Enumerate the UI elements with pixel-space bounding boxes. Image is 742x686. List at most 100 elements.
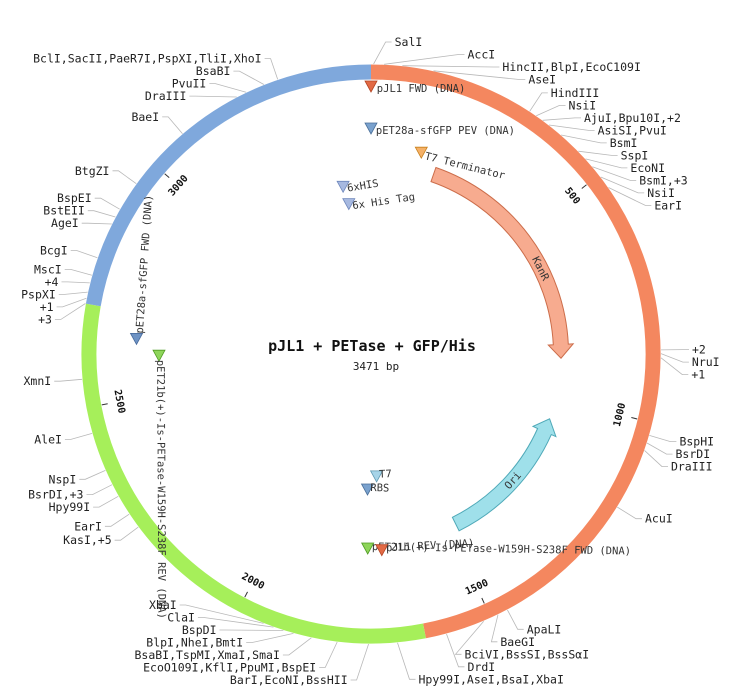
feature-marker-label: pJL1 FWD (DNA) [377, 83, 466, 95]
tick-label: 1500 [464, 578, 490, 598]
site-leader [548, 124, 595, 131]
feature-marker-label: RBS [370, 482, 389, 494]
feature-marker-6x-his-tag: 6x His Tag [342, 191, 416, 212]
site-leader [264, 58, 279, 80]
restriction-site-label: +1 [691, 368, 705, 382]
site-leader [592, 166, 637, 181]
feature-marker-label: pJL1 REV (DNA) [386, 537, 475, 554]
site-leader [79, 470, 106, 480]
feature-marker-shape [414, 146, 428, 160]
feature-marker-pet28a-sfgfp-fwd-dna-: pET28a-sfGFP FWD (DNA) [129, 194, 155, 346]
restriction-site-label: BsaBI [196, 64, 231, 78]
site-leader [179, 604, 264, 624]
tick-mark [244, 591, 248, 598]
restriction-sites: SalIAccIHincII,BlpI,EcoC109IAseIHindIIIN… [21, 35, 719, 686]
site-leader [402, 65, 500, 68]
restriction-site-label: BsaBI,TspMI,XmaI,SmaI [134, 648, 279, 662]
site-leader [617, 506, 642, 520]
site-leader [94, 197, 120, 210]
backbone-segment-green [81, 303, 426, 644]
site-leader [578, 150, 618, 156]
site-leader [373, 41, 392, 65]
restriction-site-label: EcoNI [630, 161, 665, 175]
restriction-site-label: BclI,SacII,PaeR7I,PspXI,TliI,XhoI [33, 52, 261, 66]
site-leader [600, 176, 645, 194]
restriction-site-label: AseI [528, 73, 556, 87]
feature-marker-shape [364, 80, 378, 93]
site-leader [542, 117, 581, 121]
restriction-site-label: BspEI [57, 191, 92, 205]
tick-mark [101, 403, 108, 406]
tick-label: 500 [562, 186, 582, 207]
site-leader [490, 614, 499, 643]
restriction-site-label: BspDI [182, 623, 217, 637]
restriction-site-label: EarI [74, 519, 102, 533]
restriction-site-label: ClaI [167, 611, 195, 625]
restriction-site-label: HindIII [551, 86, 599, 100]
restriction-site-label: AsiSI,PvuI [598, 123, 667, 137]
restriction-site-label: AcuI [645, 512, 673, 526]
restriction-site-label: DrdI [468, 660, 496, 674]
feature-marker-rbs: RBS [360, 482, 389, 496]
feature-marker-6xhis: 6xHIS [336, 178, 379, 195]
restriction-site-label: DraIII [145, 89, 187, 103]
tick-label: 2500 [111, 389, 126, 415]
restriction-site-label: BsmI,+3 [639, 173, 688, 187]
site-leader [112, 170, 137, 185]
site-leader [70, 250, 98, 259]
tick-label: 2000 [240, 571, 266, 592]
site-leader [189, 95, 237, 98]
site-leader [61, 281, 90, 284]
site-leader [162, 116, 183, 134]
restriction-site-label: Hpy99I,AseI,BsaI,XbaI [418, 672, 563, 686]
restriction-site-label: NspI [49, 472, 77, 486]
site-leader [87, 210, 116, 218]
feature-marker-shape [361, 542, 375, 555]
restriction-site-label: BtgZI [75, 164, 110, 178]
feature-marker-label: pET28a-sfGFP FWD (DNA) [134, 194, 155, 334]
site-leader [446, 633, 465, 668]
feature-marker-t7: T7 [369, 468, 392, 483]
restriction-site-label: AgeI [51, 216, 79, 230]
restriction-site-label: BaeI [131, 110, 159, 124]
backbone-segment-orange [370, 64, 661, 639]
restriction-site-label: PvuII [172, 77, 207, 91]
site-leader [246, 633, 294, 643]
feature-marker-shape [336, 180, 350, 194]
restriction-site-label: BlpI,NheI,BmtI [146, 636, 243, 650]
restriction-site-label: BspHI [679, 435, 714, 449]
restriction-site-label: BcgI [40, 244, 68, 258]
feature-marker-shape [342, 198, 356, 211]
restriction-site-label: NsiI [569, 98, 597, 112]
restriction-site-label: ApaLI [527, 622, 562, 636]
site-leader [58, 291, 88, 295]
site-leader [64, 268, 93, 276]
feature-marker-shape [360, 483, 375, 496]
feature-marker-label: pET21b(+)-Is-PETase-W159H-S238F REV (DNA… [154, 360, 167, 619]
site-leader [585, 158, 628, 169]
tick-label: 1000 [612, 402, 628, 428]
site-leader [319, 641, 338, 668]
plasmid-backbone [81, 64, 661, 644]
feature-marker-pet21b-is-petase-w159h-s238f-fwd-dna-: pET21b(+)-Is-PETase-W159H-S238F FWD (DNA… [361, 541, 631, 558]
tick-mark [164, 173, 170, 179]
site-leader [507, 609, 524, 630]
restriction-site-label: BsmI [610, 136, 638, 150]
feature-marker-label: pET28a-sfGFP PEV (DNA) [376, 125, 515, 137]
feature-ori [451, 418, 557, 532]
feature-marker-shape [369, 470, 384, 483]
site-leader [114, 526, 139, 541]
feature-marker-shape [364, 122, 378, 135]
site-leader [536, 105, 566, 117]
restriction-site-label: PspXI [21, 287, 56, 301]
restriction-site-label: HincII,BlpI,EcoC109I [502, 60, 640, 74]
feature-marker-shape [375, 544, 389, 557]
site-leader [397, 642, 416, 680]
restriction-site-label: AleI [34, 432, 62, 446]
site-leader [209, 83, 247, 93]
feature-marker-label: 6xHIS [346, 178, 379, 195]
restriction-site-label: BaeGI [500, 635, 535, 649]
feature-marker-label: T7 [379, 468, 392, 481]
